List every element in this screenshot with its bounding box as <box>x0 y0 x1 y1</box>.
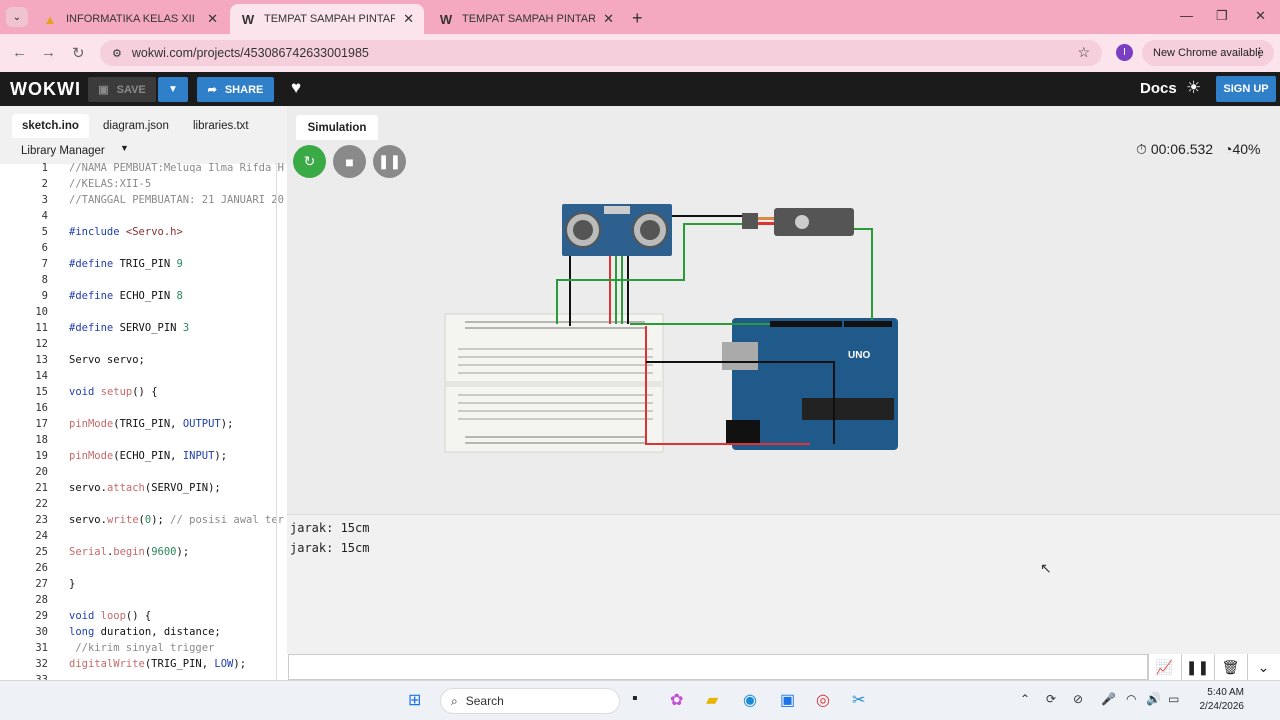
wokwi-icon: W <box>241 11 255 27</box>
wokwi-logo[interactable]: WOKWI <box>10 79 81 99</box>
reload-icon[interactable]: ↻ <box>72 45 85 62</box>
restore-button[interactable]: ❐ <box>1216 8 1228 23</box>
tab-diagram-json[interactable]: diagram.json <box>103 120 169 132</box>
editor-scrollbar[interactable] <box>276 162 287 680</box>
stop-button[interactable]: ■ <box>333 145 366 178</box>
simulation-speed: ◔40% <box>1224 141 1261 157</box>
plotter-button[interactable]: 📈 <box>1148 654 1180 680</box>
url-field[interactable]: ⚙ wokwi.com/projects/453086742633001985 … <box>100 40 1102 66</box>
restart-icon: ↻ <box>303 153 316 169</box>
taskbar-search[interactable]: ⌕Search <box>440 688 620 714</box>
serial-pause-button[interactable]: ❚❚ <box>1181 654 1213 680</box>
forward-icon[interactable]: → <box>41 44 56 61</box>
chevron-down-icon[interactable]: ▼ <box>120 143 129 153</box>
serial-line: jarak: 15cm <box>290 521 370 535</box>
browser-tab-strip <box>0 0 1280 34</box>
theme-toggle-icon[interactable]: ☀ <box>1186 78 1202 97</box>
site-info-icon[interactable]: ⚙ <box>112 47 122 60</box>
tab-simulation[interactable]: Simulation <box>296 115 378 140</box>
system-clock[interactable]: 5:40 AM 2/24/2026 <box>1199 687 1245 712</box>
edge-icon[interactable]: ◉ <box>743 692 757 709</box>
arduino-uno[interactable]: UNO <box>722 318 898 450</box>
classroom-icon: ▲ <box>43 11 57 27</box>
snipping-tool-icon[interactable]: ✂ <box>852 692 866 709</box>
docs-link[interactable]: Docs <box>1140 80 1177 97</box>
browser-tab-informatika[interactable]: ▲ INFORMATIKA KELAS XII ✕ <box>43 11 218 27</box>
chevron-down-icon: ⌄ <box>1257 658 1270 675</box>
collapse-serial-button[interactable]: ⌄ <box>1247 654 1279 680</box>
browser-tab-wokwi-active[interactable]: W TEMPAT SAMPAH PINTAR - Wo ✕ <box>230 4 424 34</box>
wokwi-icon: W <box>439 11 453 27</box>
close-icon[interactable]: ✕ <box>403 11 414 26</box>
battery-icon[interactable]: ▭ <box>1168 692 1180 706</box>
close-icon[interactable]: ✕ <box>207 11 218 26</box>
serial-line: jarak: 15cm <box>290 541 370 555</box>
tray-chevron-icon[interactable]: ⌃ <box>1020 692 1031 706</box>
tab-search-button[interactable]: ⌄ <box>6 7 28 27</box>
clear-serial-button[interactable]: 🗑 <box>1214 654 1246 680</box>
trash-icon: 🗑 <box>1221 658 1240 675</box>
minimize-button[interactable]: — <box>1180 8 1193 23</box>
task-view-icon[interactable]: ▪ <box>632 690 638 707</box>
close-window-button[interactable]: ✕ <box>1255 8 1266 23</box>
volume-icon[interactable]: 🔊 <box>1146 692 1161 706</box>
restart-button[interactable]: ↻ <box>293 145 326 178</box>
mouse-cursor-icon: ↖ <box>1040 560 1052 576</box>
svg-text:UNO: UNO <box>848 350 870 361</box>
sync-icon[interactable]: ⟳ <box>1046 692 1057 706</box>
save-button[interactable]: ▣SAVE <box>88 77 156 102</box>
pause-button[interactable]: ❚❚ <box>373 145 406 178</box>
code-editor-pane <box>0 106 287 680</box>
ultrasonic-sensor[interactable] <box>562 204 672 256</box>
file-explorer-icon[interactable]: ▰ <box>706 692 719 709</box>
tab-sketch-ino[interactable]: sketch.ino <box>12 114 89 138</box>
chrome-icon[interactable]: ◎ <box>816 692 830 709</box>
simulation-timer: ⏱ 00:06.532 <box>1136 141 1214 157</box>
bookmark-star-icon[interactable]: ☆ <box>1077 44 1090 60</box>
wires <box>556 215 873 445</box>
back-icon[interactable]: ← <box>12 44 27 61</box>
tab-libraries-txt[interactable]: libraries.txt <box>193 120 249 132</box>
serial-input[interactable] <box>288 654 1148 680</box>
servo-motor[interactable] <box>742 208 854 236</box>
stopwatch-icon: ⏱ <box>1136 141 1147 157</box>
wifi-icon[interactable]: ◠ <box>1126 692 1137 706</box>
circuit-diagram[interactable]: UNO <box>440 196 910 456</box>
pause-icon: ❚❚ <box>377 153 402 169</box>
close-icon[interactable]: ✕ <box>603 11 614 26</box>
browser-tab-wokwi[interactable]: W TEMPAT SAMPAH PINTAR - Wo ✕ <box>439 11 614 27</box>
wokwi-header <box>0 72 1280 106</box>
windows-taskbar <box>0 680 1280 720</box>
more-menu-icon[interactable]: ⋮ <box>1253 45 1266 60</box>
chevron-down-icon: ▼ <box>168 84 178 95</box>
library-manager-button[interactable]: Library Manager <box>21 145 105 157</box>
copilot-icon[interactable]: ✿ <box>670 692 684 709</box>
breadboard[interactable] <box>444 313 664 453</box>
pause-icon: ❚❚ <box>1185 658 1210 675</box>
windows-start-icon[interactable]: ⊞ <box>408 692 422 709</box>
save-dropdown-button[interactable]: ▼ <box>158 77 188 102</box>
save-icon: ▣ <box>98 84 109 96</box>
stop-icon: ■ <box>345 153 354 170</box>
store-icon[interactable]: ▣ <box>780 692 796 709</box>
code-editor[interactable]: 1//NAMA PEMBUAT:Meluqa Ilma Rifda H 2//K… <box>35 162 284 680</box>
sign-up-button[interactable]: SIGN UP <box>1216 76 1276 102</box>
microphone-icon[interactable]: 🎤 <box>1101 692 1116 706</box>
speedometer-icon: ◔ <box>1224 141 1233 157</box>
heart-icon[interactable]: ♥ <box>291 78 302 97</box>
share-icon: ➦ <box>207 84 217 96</box>
chrome-update-button[interactable]: New Chrome available ⋮ <box>1142 40 1274 66</box>
network-off-icon[interactable]: ⊘ <box>1073 692 1084 706</box>
search-icon: ⌕ <box>451 693 458 708</box>
chart-icon: 📈 <box>1155 658 1174 675</box>
share-button[interactable]: ➦SHARE <box>197 77 274 102</box>
new-tab-button[interactable]: + <box>632 8 643 28</box>
profile-avatar[interactable]: I <box>1116 44 1133 61</box>
serial-monitor: jarak: 15cm jarak: 15cm <box>287 514 1280 654</box>
